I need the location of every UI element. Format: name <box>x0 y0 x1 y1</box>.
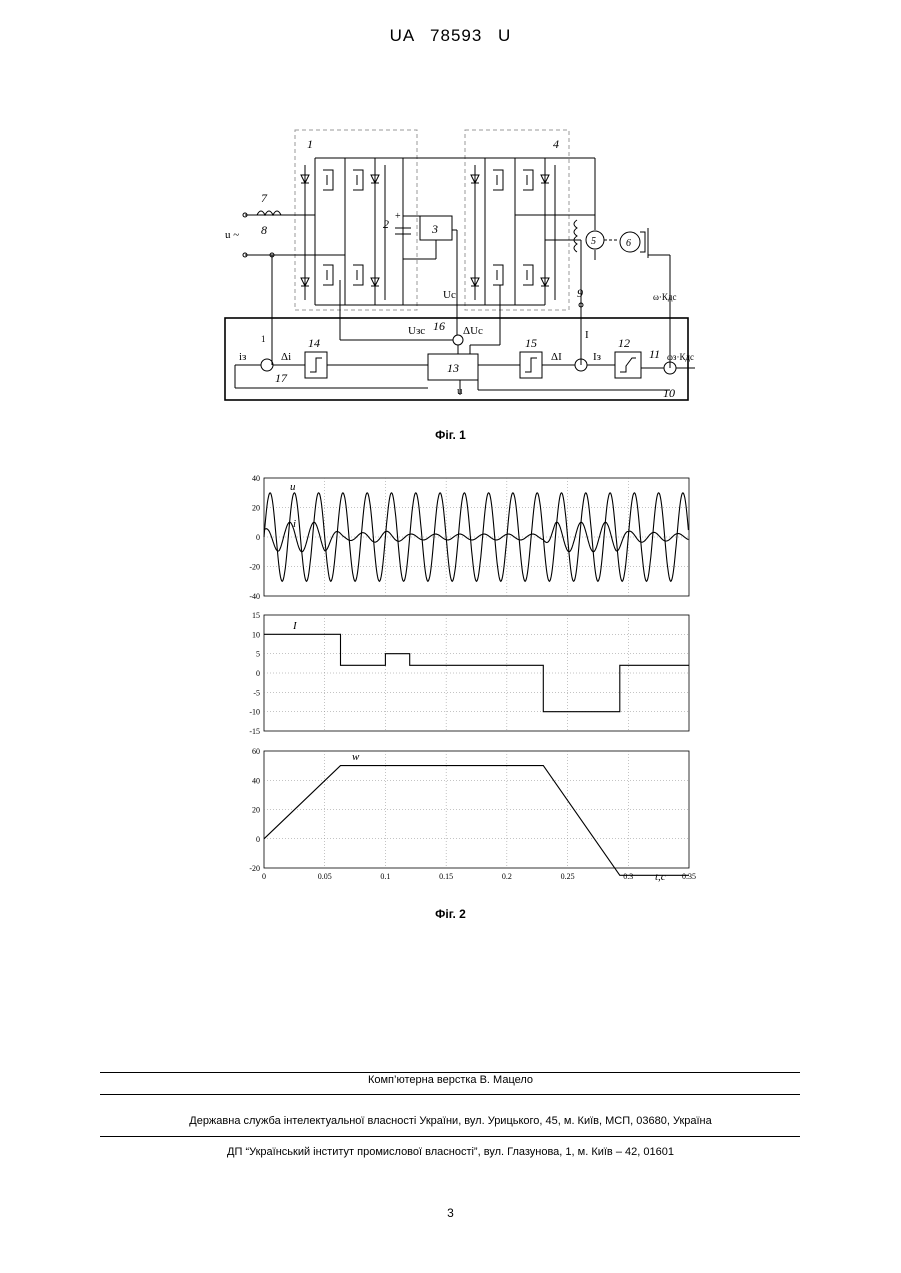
y-tick-label: -15 <box>249 727 260 736</box>
x-tick-label: 0.1 <box>380 872 390 881</box>
y-tick-label: 5 <box>256 650 260 659</box>
y-tick-label: 40 <box>252 776 260 785</box>
x-tick-label: 0.05 <box>318 872 332 881</box>
series-label-i: i <box>293 518 296 530</box>
y-tick-label: -20 <box>249 864 260 873</box>
y-tick-label: -40 <box>249 592 260 601</box>
x-axis-label: t,c <box>655 871 666 883</box>
y-tick-label: 0 <box>256 669 260 678</box>
y-tick-label: 0 <box>256 533 260 542</box>
y-tick-label: -5 <box>253 688 260 697</box>
y-tick-label: 15 <box>252 611 260 620</box>
x-tick-label: 0.3 <box>623 872 633 881</box>
y-tick-label: 20 <box>252 806 260 815</box>
figure-2-caption: Фіг. 2 <box>0 907 901 921</box>
y-tick-label: 60 <box>252 747 260 756</box>
x-tick-label: 0.25 <box>561 872 575 881</box>
series-label-u: u <box>290 481 296 493</box>
x-tick-label: 0 <box>262 872 266 881</box>
y-tick-label: 40 <box>252 474 260 483</box>
footer-agency: Державна служба інтелектуальної власност… <box>0 1115 901 1127</box>
x-tick-label: 0.35 <box>682 872 696 881</box>
footer-typesetting: Комп’ютерна верстка В. Мацело <box>0 1074 901 1086</box>
y-tick-label: 10 <box>252 630 260 639</box>
x-tick-label: 0.2 <box>502 872 512 881</box>
footer-rule-2 <box>100 1094 800 1095</box>
y-tick-label: 0 <box>256 835 260 844</box>
series-label-w: w <box>352 751 360 763</box>
y-tick-label: -10 <box>249 708 260 717</box>
page-number: 3 <box>0 1206 901 1220</box>
y-tick-label: -20 <box>249 563 260 572</box>
footer-rule-1 <box>100 1072 800 1073</box>
footer-institute: ДП “Український інститут промислової вла… <box>0 1146 901 1158</box>
footer-rule-3 <box>100 1136 800 1137</box>
y-tick-label: 20 <box>252 504 260 513</box>
x-tick-label: 0.15 <box>439 872 453 881</box>
